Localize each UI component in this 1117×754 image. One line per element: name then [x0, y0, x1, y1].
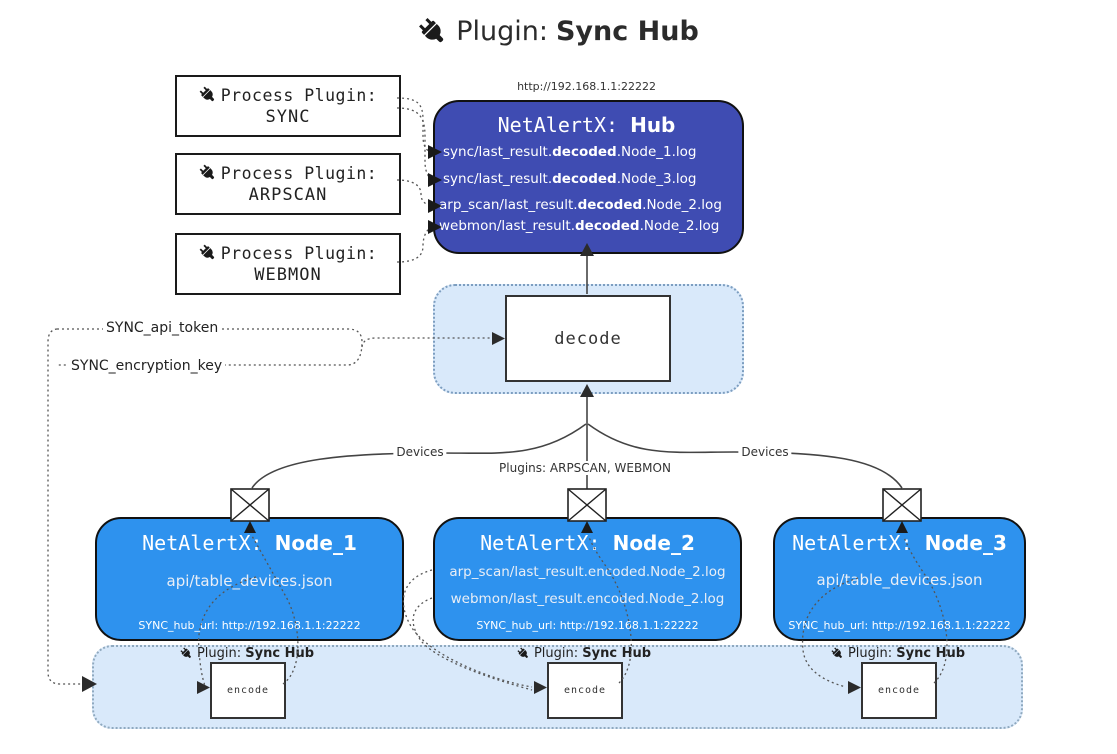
- process-plugin-heading: Process Plugin:: [220, 85, 378, 105]
- node-3-box: NetAlertX: Node_3 api/table_devices.json…: [773, 517, 1026, 641]
- process-plugin-name: SYNC: [265, 106, 311, 127]
- decode-box: decode: [505, 295, 671, 382]
- encode-plugin-label: Plugin: Sync Hub: [494, 646, 674, 661]
- node-1-box: NetAlertX: Node_1 api/table_devices.json…: [95, 517, 404, 641]
- plug-icon: [180, 647, 193, 660]
- edge-label-devices-right: Devices: [738, 445, 792, 459]
- node-file: api/table_devices.json: [816, 571, 983, 589]
- page-title: Plugin: Sync Hub: [0, 16, 1117, 47]
- node-hub-url: SYNC_hub_url: http://192.168.1.1:22222: [138, 619, 361, 632]
- process-plugin-box-arpscan: Process Plugin: ARPSCAN: [175, 153, 401, 215]
- hub-title-bold: Hub: [630, 113, 676, 137]
- page-title-prefix: Plugin:: [456, 16, 548, 47]
- hub-log-line: sync/last_result.decoded.Node_3.log: [443, 171, 697, 187]
- node-2-box: NetAlertX: Node_2 arp_scan/last_result.e…: [433, 517, 742, 641]
- edge-label-devices-left: Devices: [393, 445, 447, 459]
- sync-encryption-key-label: SYNC_encryption_key: [68, 358, 226, 374]
- process-plugin-box-sync: Process Plugin: SYNC: [175, 75, 401, 137]
- hub-url-caption: http://192.168.1.1:22222: [517, 80, 656, 93]
- node-file: api/table_devices.json: [166, 572, 333, 590]
- process-plugin-name: ARPSCAN: [248, 184, 328, 205]
- page-title-bold: Sync Hub: [555, 16, 699, 47]
- plug-icon: [199, 164, 217, 182]
- plugin-to-hub-connectors: [396, 97, 434, 263]
- node-file: arp_scan/last_result.encoded.Node_2.log: [449, 564, 726, 580]
- encode-box: encode: [210, 662, 286, 719]
- encode-plugin-label: Plugin: Sync Hub: [808, 646, 988, 661]
- node-hub-url: SYNC_hub_url: http://192.168.1.1:22222: [476, 619, 699, 632]
- plug-icon: [831, 647, 844, 660]
- node-to-decode-curves: [251, 396, 903, 489]
- hub-box: [433, 100, 744, 254]
- node-hub-url: SYNC_hub_url: http://192.168.1.1:22222: [788, 619, 1011, 632]
- sync-api-token-label: SYNC_api_token: [103, 320, 222, 336]
- hub-log-line: webmon/last_result.decoded.Node_2.log: [439, 218, 720, 234]
- process-plugin-box-webmon: Process Plugin: WEBMON: [175, 233, 401, 295]
- encode-plugin-label: Plugin: Sync Hub: [157, 646, 337, 661]
- node-file: webmon/last_result.encoded.Node_2.log: [450, 591, 725, 607]
- plug-icon: [517, 647, 530, 660]
- encode-box: encode: [861, 662, 937, 719]
- plug-icon: [199, 86, 217, 104]
- node-title: NetAlertX: Node_3: [792, 531, 1007, 555]
- node-title: NetAlertX: Node_1: [142, 531, 357, 555]
- hub-title-prefix: NetAlertX:: [497, 113, 631, 137]
- hub-log-line: arp_scan/last_result.decoded.Node_2.log: [439, 197, 722, 213]
- process-plugin-heading: Process Plugin:: [220, 243, 378, 263]
- encode-box: encode: [547, 662, 623, 719]
- hub-log-line: sync/last_result.decoded.Node_1.log: [443, 144, 697, 160]
- node-title: NetAlertX: Node_2: [480, 531, 695, 555]
- plug-icon: [418, 17, 448, 47]
- edge-label-plugins: Plugins: ARPSCAN, WEBMON: [496, 461, 674, 475]
- hub-title: NetAlertX: Hub: [433, 113, 740, 137]
- process-plugin-name: WEBMON: [254, 264, 322, 285]
- plug-icon: [199, 244, 217, 262]
- process-plugin-heading: Process Plugin:: [220, 163, 378, 183]
